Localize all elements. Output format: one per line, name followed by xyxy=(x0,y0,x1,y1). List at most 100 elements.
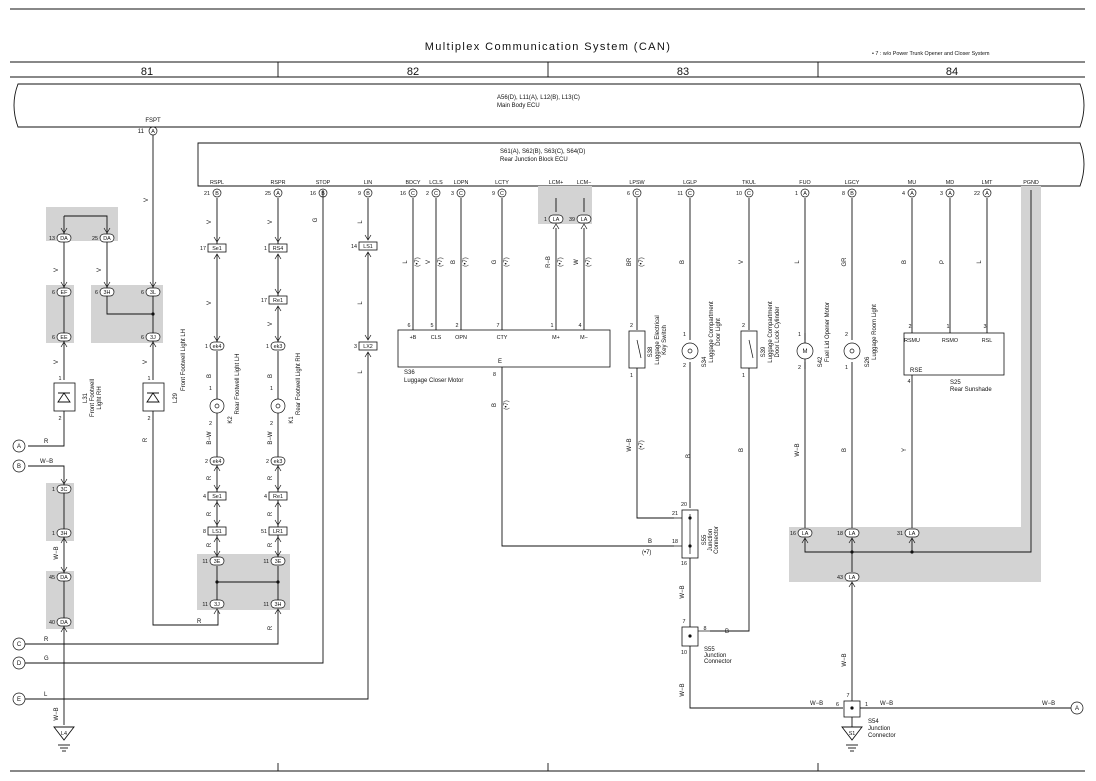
svg-text:W−B: W−B xyxy=(842,653,848,666)
svg-text:Se1: Se1 xyxy=(212,494,222,500)
svg-text:21: 21 xyxy=(204,191,210,197)
svg-text:RSPL: RSPL xyxy=(210,180,224,186)
svg-text:6: 6 xyxy=(627,191,630,197)
svg-text:V: V xyxy=(207,220,213,224)
s54-junction-connector: 7 6 1 S54 Junction Connector xyxy=(836,693,896,739)
svg-text:Front Footwell Light LH: Front Footwell Light LH xyxy=(181,329,187,391)
svg-text:2: 2 xyxy=(798,365,801,371)
svg-text:BDCY: BDCY xyxy=(406,180,421,186)
svg-text:Front Footwell: Front Footwell xyxy=(90,379,96,417)
svg-text:L: L xyxy=(977,260,983,264)
svg-text:W−B: W−B xyxy=(40,459,53,465)
svg-text:LA: LA xyxy=(849,531,856,537)
svg-text:Re1: Re1 xyxy=(273,298,283,304)
svg-text:MD: MD xyxy=(946,180,954,186)
svg-text:2: 2 xyxy=(683,363,686,369)
svg-text:Connector: Connector xyxy=(868,733,896,739)
svg-text:R: R xyxy=(207,542,213,547)
svg-text:2: 2 xyxy=(845,332,848,338)
svg-text:6: 6 xyxy=(408,323,411,329)
svg-text:C: C xyxy=(688,191,692,197)
svg-text:L29: L29 xyxy=(173,392,179,403)
svg-text:C: C xyxy=(459,191,463,197)
svg-text:EF: EF xyxy=(61,290,69,296)
footnote: • 7 : w/o Power Trunk Opener and Closer … xyxy=(872,51,990,57)
svg-text:16: 16 xyxy=(310,191,316,197)
svg-text:LS1: LS1 xyxy=(212,529,222,535)
svg-text:Luggage Compartment: Luggage Compartment xyxy=(709,301,715,363)
svg-text:1: 1 xyxy=(52,531,55,537)
svg-text:B: B xyxy=(366,191,370,197)
svg-text:S36: S36 xyxy=(404,370,415,376)
svg-text:LA: LA xyxy=(553,217,560,223)
svg-text:2: 2 xyxy=(909,324,912,330)
svg-text:LA: LA xyxy=(909,531,916,537)
svg-text:2: 2 xyxy=(426,191,429,197)
svg-text:PGND: PGND xyxy=(1023,180,1039,186)
svg-text:3: 3 xyxy=(940,191,943,197)
svg-text:S25: S25 xyxy=(950,380,961,386)
svg-text:A: A xyxy=(803,191,807,197)
svg-text:STOP: STOP xyxy=(316,180,331,186)
svg-text:CLS: CLS xyxy=(431,335,442,341)
svg-text:M+: M+ xyxy=(552,335,560,341)
s55-junction-connector-upper: 20 21 18 16 S55 Junction Connector xyxy=(672,502,720,567)
svg-text:V: V xyxy=(207,301,213,305)
svg-text:S1: S1 xyxy=(849,731,856,737)
svg-text:ek3: ek3 xyxy=(274,459,283,465)
l29-return-wire xyxy=(152,411,219,626)
svg-text:R: R xyxy=(268,511,274,516)
svg-text:R: R xyxy=(143,437,149,442)
svg-text:8: 8 xyxy=(842,191,845,197)
svg-text:W−B: W−B xyxy=(795,443,801,456)
svg-text:A: A xyxy=(276,191,280,197)
svg-text:S55: S55 xyxy=(704,647,715,653)
offpage-a-right: A xyxy=(1070,701,1084,715)
svg-text:8: 8 xyxy=(203,529,206,535)
svg-text:GR: GR xyxy=(842,257,848,267)
svg-text:L: L xyxy=(358,301,364,305)
l31-front-footwell-light-rh: 1 2 L31 Front Footwell Light RH xyxy=(53,376,103,422)
svg-text:DA: DA xyxy=(60,236,68,242)
k2-rear-footwell-light-lh: 12 K2 Rear Footwell Light LH xyxy=(209,353,241,427)
svg-text:B: B xyxy=(207,374,213,378)
svg-text:18: 18 xyxy=(672,539,678,545)
svg-text:3E: 3E xyxy=(275,559,282,565)
svg-text:B: B xyxy=(648,539,652,545)
svg-text:Luggage Electrical: Luggage Electrical xyxy=(655,315,661,364)
svg-text:6: 6 xyxy=(95,290,98,296)
svg-text:20: 20 xyxy=(681,502,687,508)
connector-gc1: 3C1 xyxy=(52,478,72,494)
rear-ecu-pins: RSPLB21RSPRA25STOPB16LINB9BDCYC16LCLSC2L… xyxy=(204,180,1039,198)
svg-text:6: 6 xyxy=(836,702,839,708)
offpage-d: D xyxy=(12,656,26,670)
svg-text:R: R xyxy=(207,511,213,516)
svg-text:6: 6 xyxy=(52,290,55,296)
svg-text:W−B: W−B xyxy=(810,701,823,707)
svg-text:Door Light: Door Light xyxy=(716,318,722,346)
svg-text:Se1: Se1 xyxy=(212,246,222,252)
connector-ee6: EE6 xyxy=(52,332,72,348)
svg-text:Door Lock Cylinder: Door Lock Cylinder xyxy=(775,306,781,357)
svg-text:LCM+: LCM+ xyxy=(549,180,564,186)
svg-text:16: 16 xyxy=(400,191,406,197)
svg-text:Key Switch: Key Switch xyxy=(662,325,668,355)
svg-text:M−: M− xyxy=(580,335,588,341)
page-number-81: 81 xyxy=(141,66,153,78)
svg-text:W−B: W−B xyxy=(54,546,60,559)
svg-text:K1: K1 xyxy=(289,416,295,424)
fspt-label: FSPT xyxy=(145,118,161,124)
